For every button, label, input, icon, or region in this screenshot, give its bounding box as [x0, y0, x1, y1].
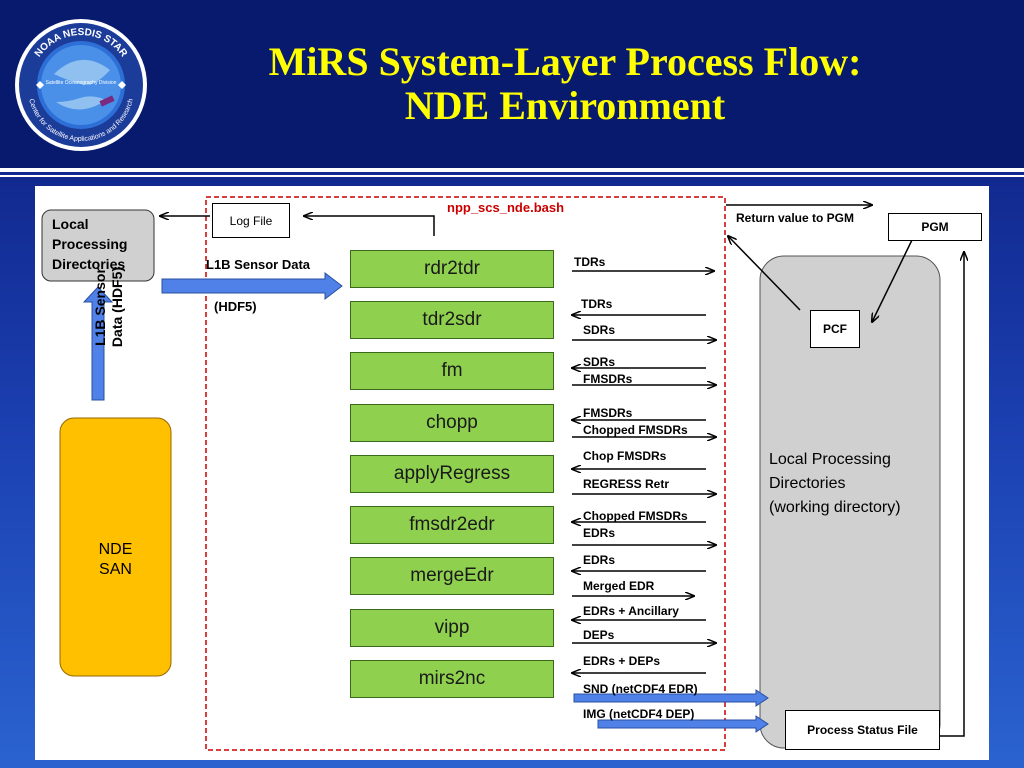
nde-san-line-2: SAN [99, 561, 132, 578]
working-dir-line-3: (working directory) [769, 499, 901, 516]
working-dir-line-2: Directories [769, 475, 846, 492]
l1b-sensor-data-label: L1B Sensor Data [206, 257, 311, 272]
l1b-vertical-line-1: L1B Sensor [92, 268, 108, 346]
flow-label-merge-in: EDRs [583, 553, 616, 567]
pcf-box: PCF [810, 310, 860, 348]
working-dir-line-1: Local Processing [769, 451, 891, 468]
local-dirs-line-3: Directories [52, 256, 126, 272]
step-rdr2tdr: rdr2tdr [350, 250, 554, 288]
working-directory-label: Local Processing Directories (working di… [769, 448, 901, 520]
pgm-to-pcf-arrow [872, 239, 913, 322]
step-fmsdr2edr: fmsdr2edr [350, 506, 554, 544]
flow-label-regress-in: Chop FMSDRs [583, 449, 667, 463]
local-processing-dirs-box [41, 209, 155, 282]
nde-san-line-1: NDE [98, 541, 133, 558]
step-mergeedr: mergeEdr [350, 557, 554, 595]
local-processing-dirs-label: Local Processing Directories [52, 214, 127, 274]
flow-label-fm-out: FMSDRs [583, 372, 633, 386]
flow-label-chopp-out: Chopped FMSDRs [583, 423, 688, 437]
l1b-up-arrow [82, 286, 114, 401]
step-vipp: vipp [350, 609, 554, 647]
title-line-1: MiRS System-Layer Process Flow: [268, 39, 862, 84]
slide-title: MiRS System-Layer Process Flow: NDE Envi… [170, 40, 960, 128]
flow-label-regress-out: REGRESS Retr [583, 477, 670, 491]
flow-label-vipp-out: DEPs [583, 628, 615, 642]
step-chopp: chopp [350, 404, 554, 442]
local-dirs-line-2: Processing [52, 236, 128, 252]
l1b-vertical-line-2: Data (HDF5) [109, 266, 125, 348]
flow-label-fmsdr2edr-in: Chopped FMSDRs [583, 509, 688, 523]
l1b-vertical-label: L1B Sensor Data (HDF5) [92, 252, 126, 362]
local-dirs-line-1: Local [52, 216, 89, 232]
flow-label-merge-out: Merged EDR [583, 579, 655, 593]
step-tdr2sdr: tdr2sdr [350, 301, 554, 339]
l1b-right-arrow [161, 271, 343, 301]
header-band [0, 0, 1024, 168]
status-to-pgm-arrow [940, 252, 964, 737]
flow-label-fm-in: SDRs [583, 355, 616, 369]
log-file-box: Log File [212, 203, 290, 238]
pcf-to-script-arrow [728, 236, 801, 311]
nde-san-box [59, 417, 172, 677]
flow-label-tdr2sdr-in: TDRs [581, 297, 613, 311]
flow-label-rdr2tdr-out: TDRs [574, 255, 606, 269]
header-divider-thin [0, 175, 1024, 177]
step-fm: fm [350, 352, 554, 390]
flow-label-vipp-in: EDRs + Ancillary [583, 604, 679, 618]
process-status-file-box: Process Status File [785, 710, 940, 750]
img-output-arrow [597, 715, 769, 733]
noaa-star-logo: Satellite Oceanography Division NOAA NES… [15, 19, 147, 151]
snd-output-arrow [573, 689, 769, 707]
flow-label-chopp-in: FMSDRs [583, 406, 633, 420]
script-name-label: npp_scs_nde.bash [447, 200, 565, 215]
header-divider [0, 168, 1024, 172]
script-to-log-arrow [304, 216, 435, 236]
logo-center-text: Satellite Oceanography Division [46, 80, 117, 86]
step-applyregress: applyRegress [350, 455, 554, 493]
return-value-label: Return value to PGM [736, 211, 855, 225]
script-boundary [205, 196, 726, 751]
flow-label-nc-out-img: IMG (netCDF4 DEP) [583, 707, 695, 721]
hdf5-label: (HDF5) [214, 299, 257, 314]
pgm-box: PGM [888, 213, 982, 241]
nde-san-label: NDE SAN [60, 540, 171, 580]
flow-label-tdr2sdr-out: SDRs [583, 323, 616, 337]
flow-label-nc-out-snd: SND (netCDF4 EDR) [583, 682, 698, 696]
title-line-2: NDE Environment [404, 83, 726, 128]
flow-label-nc-in: EDRs + DEPs [583, 654, 661, 668]
flow-label-fmsdr2edr-out: EDRs [583, 526, 616, 540]
step-mirs2nc: mirs2nc [350, 660, 554, 698]
